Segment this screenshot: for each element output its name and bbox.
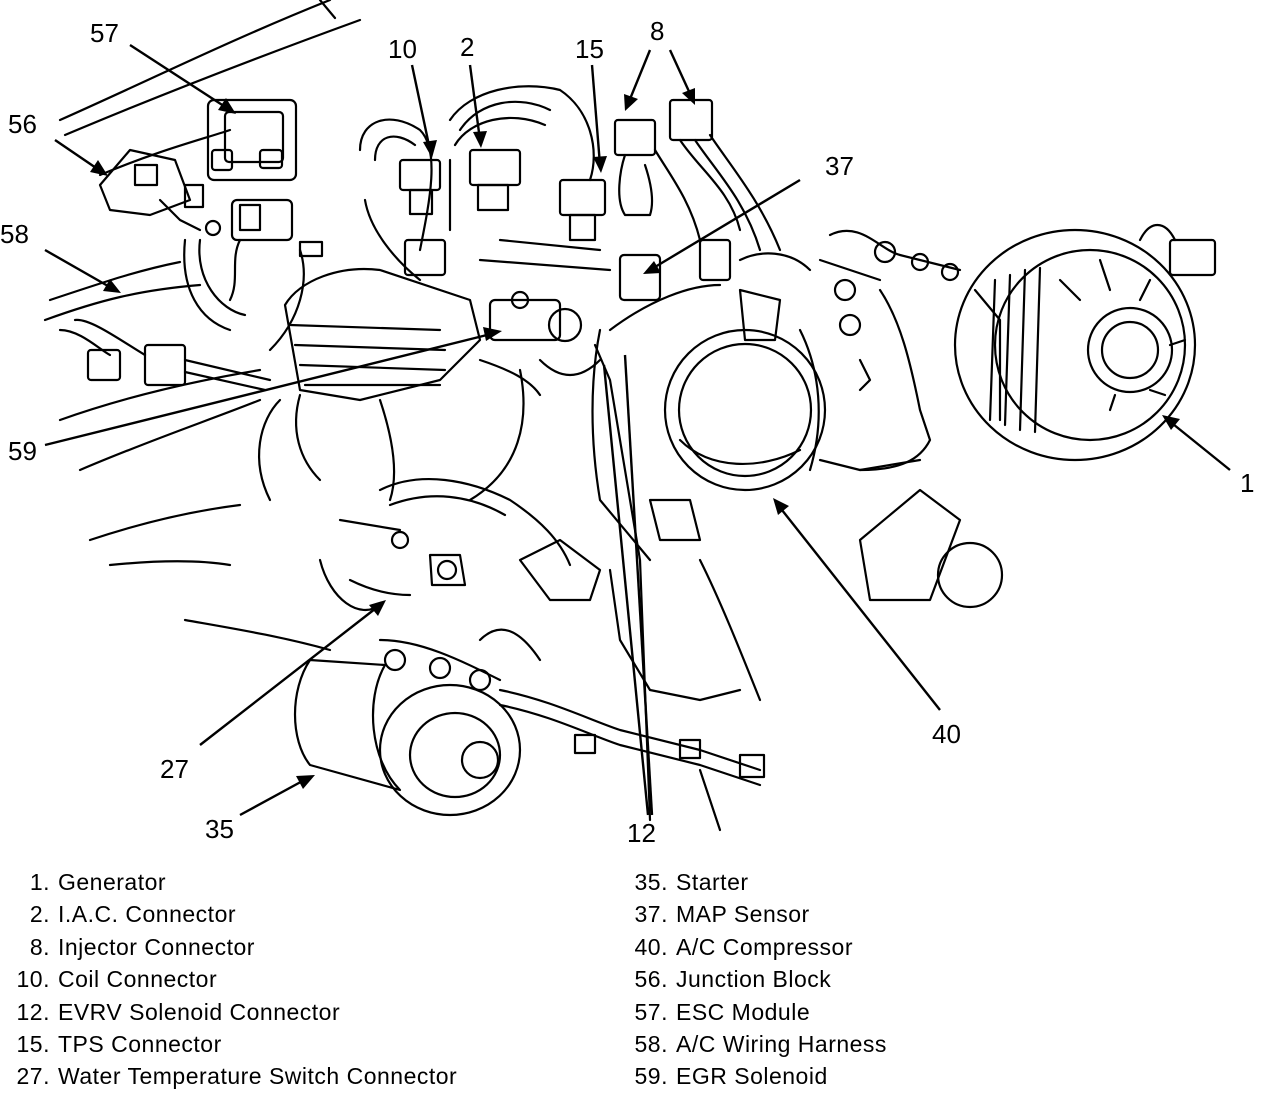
callout-1: 1 (1240, 468, 1254, 498)
legend-item: 35. Starter (612, 866, 1252, 898)
legend-label: Starter (676, 869, 749, 895)
callout-37: 37 (825, 151, 854, 181)
legend-item: 27. Water Temperature Switch Connector (0, 1060, 600, 1092)
engine-line-art (43, 0, 1217, 832)
legend-item: 56. Junction Block (612, 963, 1252, 995)
callout-35: 35 (205, 814, 234, 844)
legend-number: 27. (16, 1063, 50, 1090)
legend-number: 12. (16, 998, 50, 1025)
legend-item: 40. A/C Compressor (612, 931, 1252, 963)
legend-number: 35. (634, 869, 668, 895)
callout-numbers: 57 56 58 59 10 2 15 8 37 1 40 12 27 35 (0, 16, 1254, 848)
engine-drawing: 57 56 58 59 10 2 15 8 37 1 40 12 27 35 (0, 0, 1254, 848)
legend-number: 37. (634, 901, 668, 928)
callout-57: 57 (90, 18, 119, 48)
callout-15: 15 (575, 34, 604, 64)
legend-label: Coil Connector (58, 966, 218, 993)
legend-item: 2. I.A.C. Connector (0, 898, 600, 930)
callout-leaders (44, 43, 1231, 817)
callout-56: 56 (8, 109, 37, 139)
callout-58: 58 (0, 219, 29, 249)
legend-number: 58. (634, 1030, 668, 1057)
legend-label: MAP Sensor (676, 901, 810, 928)
legend-item: 8. Injector Connector (0, 931, 600, 963)
callout-2: 2 (460, 32, 474, 62)
legend-label: Junction Block (676, 966, 832, 993)
legend-item: 37. MAP Sensor (612, 898, 1252, 930)
callout-40: 40 (932, 719, 961, 749)
legend-item: 57. ESC Module (612, 996, 1252, 1028)
legend-number: 57. (634, 998, 668, 1025)
legend-label: I.A.C. Connector (58, 901, 237, 928)
legend-number: 1. (29, 869, 50, 895)
legend-number: 15. (16, 1030, 50, 1057)
legend-label: Injector Connector (58, 933, 255, 960)
legend-item: 12. EVRV Solenoid Connector (0, 996, 600, 1028)
callout-8: 8 (650, 16, 664, 46)
callout-59: 59 (8, 436, 37, 466)
legend-column-right: 35. Starter 37. MAP Sensor 40. A/C Compress… (612, 866, 1252, 1093)
legend-number: 56. (634, 966, 668, 993)
legend-label: Generator (58, 869, 167, 895)
legend-label: A/C Wiring Harness (676, 1030, 887, 1057)
legend-number: 10. (16, 966, 50, 993)
legend-number: 40. (634, 933, 668, 960)
legend-item: 1. Generator (0, 866, 600, 898)
legend-item: 10. Coil Connector (0, 963, 600, 995)
legend-item: 59. EGR Solenoid (612, 1060, 1252, 1092)
legend-item: 15. TPS Connector (0, 1028, 600, 1060)
legend-column-left: 1. Generator 2. I.A.C. Connector 8. Injecto… (0, 866, 600, 1093)
callout-12: 12 (627, 818, 656, 848)
legend-number: 2. (29, 901, 50, 928)
legend-number: 59. (634, 1063, 668, 1090)
legend-label: Water Temperature Switch Connector (58, 1063, 458, 1090)
legend-number: 8. (29, 933, 50, 960)
legend-label: ESC Module (676, 998, 811, 1025)
callout-10: 10 (388, 34, 417, 64)
legend-label: A/C Compressor (676, 933, 853, 960)
legend-label: TPS Connector (58, 1030, 222, 1057)
legend-label: EGR Solenoid (676, 1063, 828, 1090)
legend-item: 58. A/C Wiring Harness (612, 1028, 1252, 1060)
callout-27: 27 (160, 754, 189, 784)
legend-label: EVRV Solenoid Connector (58, 998, 341, 1025)
parts-legend: 1. Generator 2. I.A.C. Connector 8. Injecto… (0, 866, 1264, 1094)
engine-diagram: 57 56 58 59 10 2 15 8 37 1 40 12 27 35 (0, 0, 1254, 848)
